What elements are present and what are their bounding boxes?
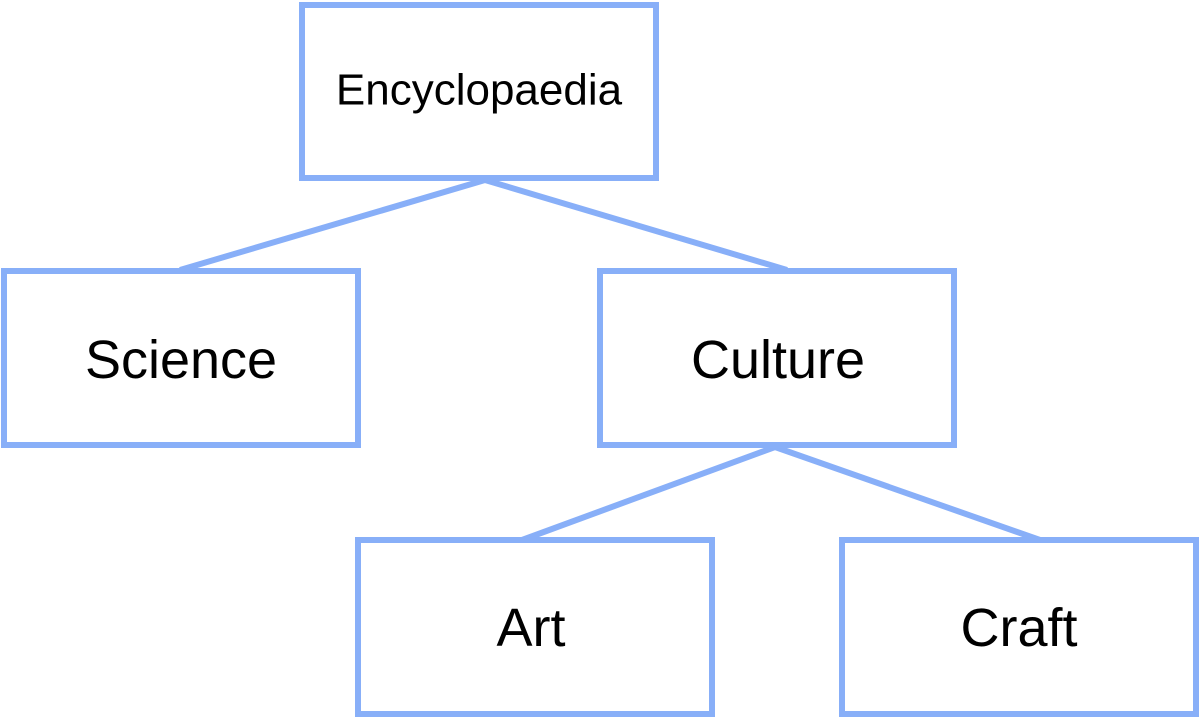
edge-culture-art	[520, 444, 777, 543]
node-label: Craft	[960, 598, 1077, 658]
node-label: Science	[85, 330, 277, 390]
node-culture: Culture	[597, 268, 957, 448]
node-label: Art	[496, 598, 565, 658]
node-label: Encyclopaedia	[336, 66, 623, 115]
node-label: Culture	[691, 330, 865, 390]
node-art: Art	[355, 537, 715, 717]
edge-encyclopaedia-science	[179, 177, 486, 273]
node-encyclopaedia: Encyclopaedia	[299, 2, 659, 181]
edge-culture-craft	[774, 444, 1041, 543]
node-craft: Craft	[839, 537, 1199, 717]
edge-encyclopaedia-culture	[484, 177, 788, 273]
node-science: Science	[1, 268, 361, 448]
